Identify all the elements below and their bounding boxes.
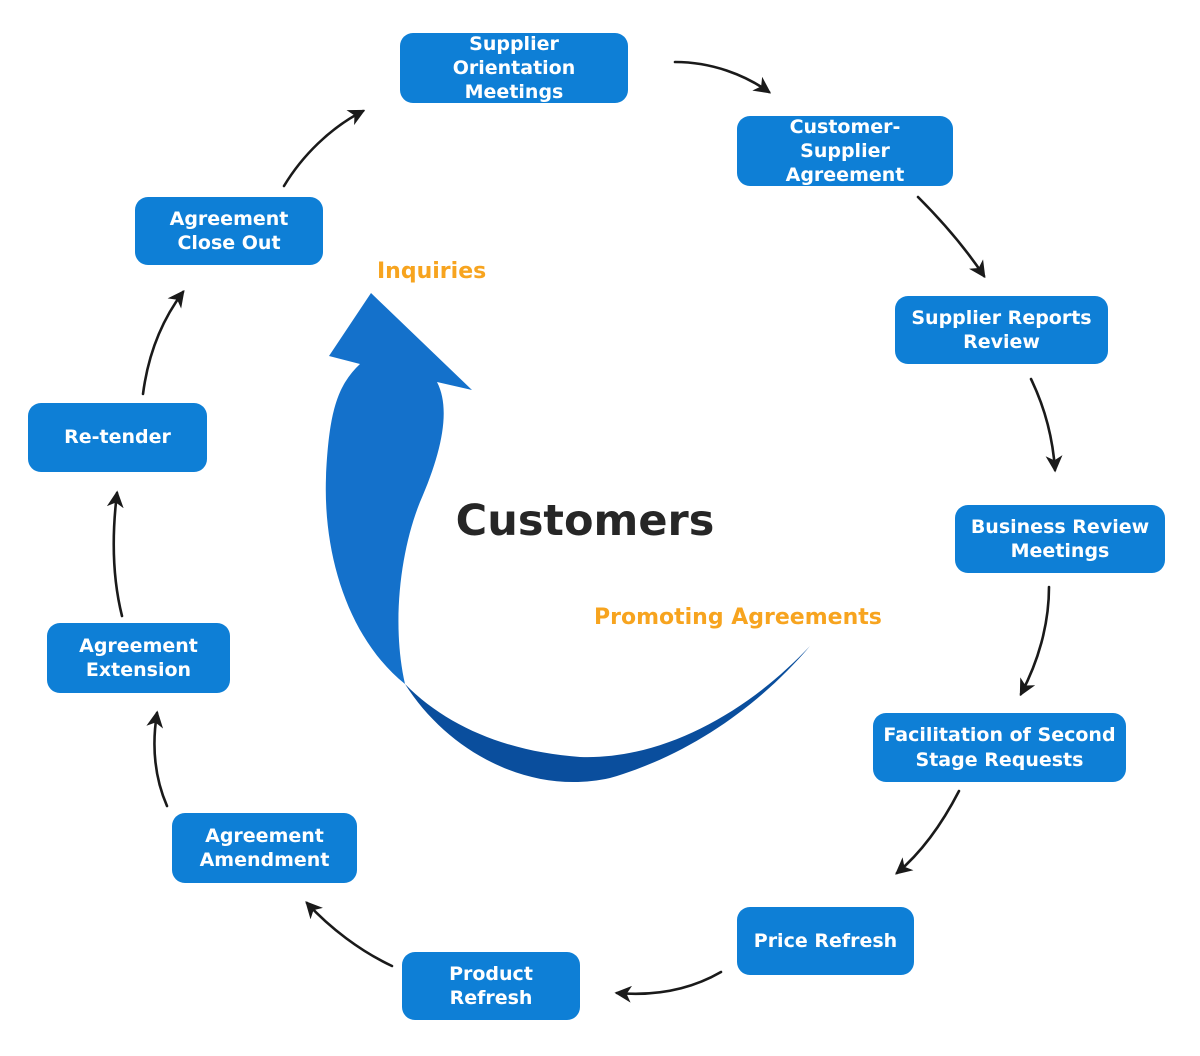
cycle-arrow-dark-tail [405,646,810,783]
flow-arrow-2 [916,195,986,279]
node-agreement-extension: Agreement Extension [47,623,230,693]
flow-arrow-3 [1029,377,1063,473]
flow-arrow-6 [614,970,723,1003]
node-re-tender: Re-tender [28,403,207,472]
center-label-customers: Customers [455,496,715,546]
node-agreement-amendment: Agreement Amendment [172,813,357,883]
cycle-arrow-bright-arc [325,293,472,684]
flow-arrow-8 [146,710,169,808]
node-supplier-orientation-meetings: Supplier Orientation Meetings [400,33,628,103]
node-supplier-reports-review: Supplier Reports Review [895,296,1108,364]
node-facilitation-of-second-stage-requests: Facilitation of Second Stage Requests [873,713,1126,782]
node-customer-supplier-agreement: Customer-Supplier Agreement [737,116,953,186]
flow-arrow-10 [141,289,185,396]
flow-arrow-1 [673,60,772,94]
promoting-agreements-label: Promoting Agreements [594,605,882,630]
node-agreement-close-out: Agreement Close Out [135,197,323,265]
node-business-review-meetings: Business Review Meetings [955,505,1165,573]
inquiries-label: Inquiries [377,259,487,284]
flow-arrow-7 [305,901,394,968]
node-product-refresh: Product Refresh [402,952,580,1020]
flow-arrow-5 [895,789,961,875]
flow-arrow-9 [106,490,124,618]
flow-arrow-11 [282,109,366,188]
flow-arrow-4 [1019,585,1051,697]
node-price-refresh: Price Refresh [737,907,914,975]
